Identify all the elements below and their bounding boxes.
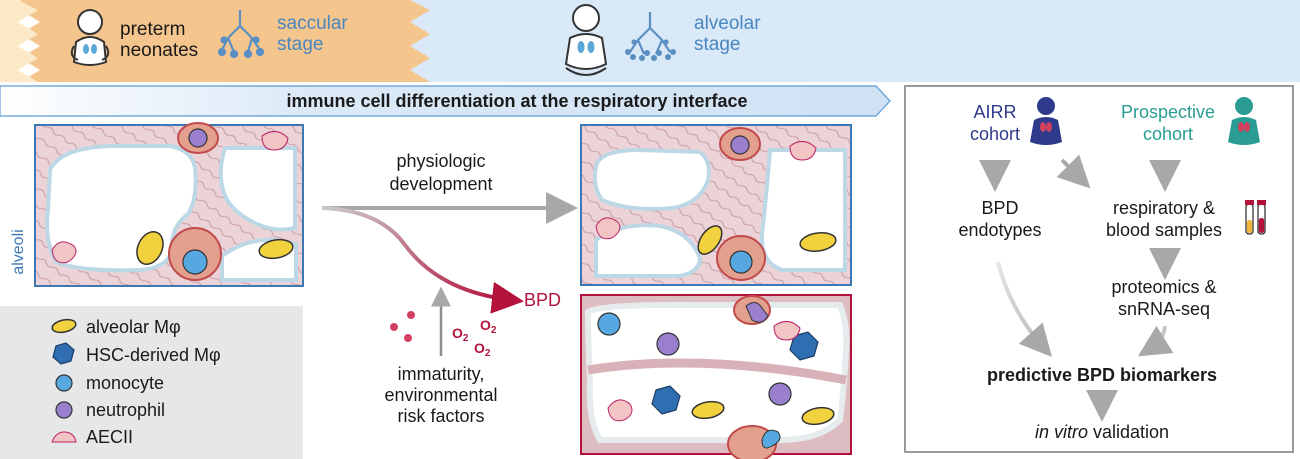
physiologic-label-line1: physiologic (396, 151, 485, 171)
bpd-endotypes-line2: endotypes (958, 220, 1041, 240)
monocyte (597, 312, 621, 336)
svg-text:O2: O2 (452, 325, 469, 344)
section-title-arrow: immune cell differentiation at the respi… (0, 85, 891, 117)
legend-label: HSC-derived Mφ (86, 345, 221, 365)
saccular-label-line1: saccular (277, 13, 348, 34)
samples-line2: blood samples (1106, 220, 1222, 240)
hsc-macrophage (651, 385, 681, 415)
predictive-biomarkers: predictive BPD biomarkers (987, 365, 1217, 385)
bpd-label: BPD (524, 290, 561, 310)
monocyte-in-capillary (729, 250, 753, 274)
alveolar-lung-icon (625, 12, 676, 61)
alveolar-macrophage (258, 238, 294, 260)
alveolar-macrophage (697, 225, 723, 255)
proteomics-line2: snRNA-seq (1118, 299, 1210, 319)
aecii-cell (595, 217, 621, 240)
bpd-arrow (321, 206, 524, 314)
samples-line1: respiratory & (1113, 198, 1215, 218)
saccular-lung-icon (217, 10, 265, 59)
prospective-cohort-line1: Prospective (1121, 102, 1215, 122)
prospective-infant-icon (1228, 97, 1260, 145)
alveolar-macrophage (691, 400, 725, 420)
flow-arrow (1056, 154, 1091, 189)
preterm-label-line2: neonates (120, 40, 198, 61)
neutrophil-in-capillary (730, 135, 750, 155)
aecii-cell (607, 399, 633, 422)
hsc-macrophage-icon (52, 342, 75, 365)
bpd-endotypes-line1: BPD (981, 198, 1018, 218)
preterm-infant-icon (70, 9, 110, 66)
risk-label-line3: risk factors (397, 406, 484, 426)
sample-tubes-icon (1245, 200, 1266, 235)
saccular-label-line2: stage (277, 34, 323, 55)
hsc-macrophage-in-capillary (745, 302, 769, 323)
flow-arrow (996, 261, 1052, 357)
development-arrows: physiologic development BPD O2 O2 O2 imm… (321, 151, 578, 426)
section-title: immune cell differentiation at the respi… (286, 91, 747, 111)
legend-label: AECII (86, 427, 133, 447)
aecii-icon (51, 431, 77, 443)
svg-text:O2: O2 (474, 340, 491, 359)
legend-label: neutrophil (86, 400, 165, 420)
banner-blue-band (360, 0, 1300, 82)
alveoli-side-label: alveoli (10, 229, 27, 274)
prospective-cohort-line2: cohort (1143, 124, 1193, 144)
aecii-cell (789, 141, 817, 161)
airr-cohort-line2: cohort (970, 124, 1020, 144)
banner-left-stripe (0, 0, 38, 82)
neutrophil-icon (55, 401, 73, 419)
oxygen-symbols: O2 O2 O2 (452, 317, 497, 359)
svg-text:O2: O2 (480, 317, 497, 336)
aecii-cell (51, 241, 77, 264)
proteomics-line1: proteomics & (1111, 277, 1216, 297)
alveoli-preterm-panel (34, 122, 304, 287)
aecii-cell (773, 321, 801, 341)
alveolar-macrophage-icon (51, 318, 77, 334)
aecii-cell (261, 131, 289, 151)
in-vitro-validation: in vitro validation (1035, 422, 1169, 442)
developmental-banner: preterm neonates saccular stage (0, 0, 1300, 82)
neutrophil (768, 382, 792, 406)
alveolar-label-line1: alveolar (694, 13, 761, 34)
monocyte-icon (55, 374, 73, 392)
legend-label: monocyte (86, 373, 164, 393)
alveolar-macrophage (801, 406, 835, 426)
alveoli-bpd-panel (580, 294, 852, 459)
legend-label: alveolar Mφ (86, 317, 181, 337)
risk-label-line2: environmental (384, 385, 497, 405)
airr-cohort-line1: AIRR (973, 102, 1016, 122)
preterm-label-line1: preterm (120, 19, 185, 40)
hsc-macrophage (789, 331, 819, 361)
neutrophil (656, 332, 680, 356)
airspace-right (218, 146, 297, 232)
cell-legend: alveolar Mφ HSC-derived Mφ monocyte neut… (0, 306, 303, 459)
red-blood-cells (390, 311, 415, 342)
monocyte-in-capillary (182, 249, 208, 275)
airr-infant-icon (1030, 97, 1062, 145)
neutrophil-in-capillary (188, 128, 208, 148)
alveolar-macrophage (136, 231, 164, 265)
risk-label-line1: immaturity, (398, 364, 485, 384)
physiologic-label-line2: development (389, 174, 492, 194)
monocyte-migrating (761, 429, 781, 449)
alveolar-macrophage (799, 231, 837, 253)
flow-arrow (1137, 325, 1174, 357)
biomarker-workflow: AIRR cohort Prospective cohort BPD endot… (904, 85, 1294, 453)
alveolar-label-line2: stage (694, 34, 740, 55)
infant-icon (564, 4, 608, 76)
alveoli-physiologic-panel (580, 124, 852, 286)
